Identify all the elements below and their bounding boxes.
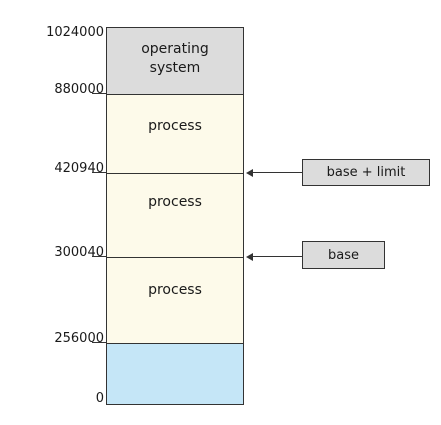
boundary-tick-256000 (92, 342, 106, 343)
address-label-256000: 256000 (54, 331, 104, 346)
base-label: base (328, 247, 359, 263)
boundary-tick-300040 (92, 256, 106, 257)
base-register: base (302, 241, 385, 269)
address-label-880000: 880000 (54, 82, 104, 97)
address-label-420940: 420940 (54, 161, 104, 176)
process-segment-1: process (107, 95, 243, 174)
limit-arrow (246, 168, 302, 178)
free-memory-segment (107, 344, 243, 404)
process-label-1: process (148, 117, 202, 134)
operating-system-segment: operating system (107, 28, 243, 95)
os-label-line-1: operating (141, 41, 209, 57)
address-label-0: 0 (95, 391, 104, 406)
memory-layout: operating system process process process (106, 27, 244, 405)
base-arrow-line (252, 256, 302, 257)
process-segment-2: process (107, 174, 243, 258)
base-arrowhead-icon (246, 253, 253, 261)
process-label-3: process (148, 282, 202, 298)
boundary-tick-880000 (92, 93, 106, 94)
limit-arrow-line (252, 172, 302, 173)
base-limit-register: base + limit (302, 159, 430, 186)
address-label-300040: 300040 (54, 245, 104, 260)
process-segment-3: process (107, 258, 243, 344)
address-label-1024000: 1024000 (46, 25, 104, 40)
os-label-line-2: system (149, 60, 201, 76)
base-arrow (246, 252, 302, 262)
process-label-2: process (148, 194, 202, 210)
operating-system-label: operating system (141, 40, 209, 78)
base-limit-label: base + limit (326, 165, 406, 180)
limit-arrowhead-icon (246, 169, 253, 177)
boundary-tick-420940 (92, 172, 106, 173)
